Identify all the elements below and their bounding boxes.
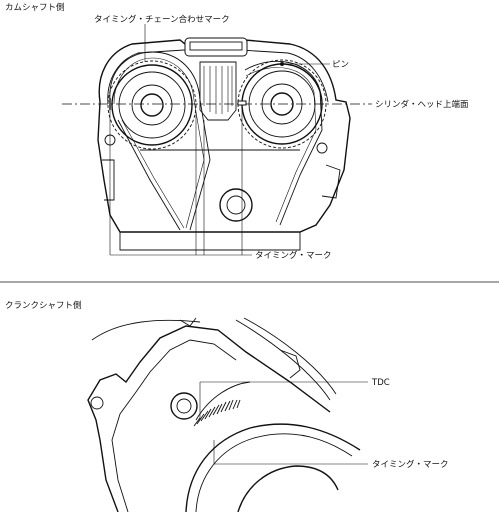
bolt-boss-right (316, 142, 328, 154)
right-timing-mark (237, 100, 247, 106)
lower-boss-hole (226, 195, 246, 215)
block-base (119, 232, 301, 251)
crankshaft-assembly (87, 317, 361, 512)
crank-hub (237, 465, 339, 512)
chain-guide-cover (184, 37, 248, 57)
crankshaft-section-title: クランクシャフト側 (5, 300, 82, 311)
crank-boss-outer (170, 392, 198, 420)
label-cyl-head-top: シリンダ・ヘッド上端面 (375, 99, 469, 110)
label-cam-timing-mark: タイミング・マーク (255, 250, 332, 261)
timing-chain (109, 51, 211, 231)
crank-pulley-outer (185, 423, 361, 512)
center-gear-teeth (203, 66, 233, 114)
label-tdc: TDC (371, 378, 390, 388)
left-cam-sprocket (107, 60, 197, 150)
crank-block-outline (87, 325, 331, 512)
left-sprocket-rim (111, 64, 193, 146)
chain-guide-slot (189, 41, 243, 51)
cylinder-head-inner (107, 49, 329, 105)
label-timing-chain-match: タイミング・チェーン合わせマーク (94, 14, 230, 25)
left-sprocket-web (118, 71, 186, 139)
crank-block-inner (111, 339, 237, 512)
left-sprocket-bolt (140, 93, 164, 117)
timing-chain-right (244, 60, 323, 226)
cylinder-head-outline (97, 39, 351, 233)
upper-cover-line (91, 319, 201, 341)
camshaft-assembly (62, 37, 372, 251)
right-bracket (321, 164, 341, 199)
camshaft-leaders (109, 24, 330, 256)
pin-marker (280, 62, 284, 66)
right-sprocket-teeth (237, 59, 327, 149)
crank-boss-inner (176, 398, 192, 414)
left-sprocket-hub (131, 84, 173, 126)
lower-boss (219, 188, 253, 222)
timing-chain-right-inner (245, 67, 317, 223)
crank-bolt-boss (90, 396, 104, 410)
left-bracket (102, 159, 115, 201)
label-pin: ピン (332, 60, 349, 70)
chain-cover-outer (235, 319, 331, 401)
chain-cover-inner (243, 317, 337, 395)
upper-cover-notch (179, 317, 197, 327)
label-crank-timing-mark: タイミング・マーク (372, 459, 449, 470)
degree-scale (193, 399, 241, 427)
cover-bracket (279, 349, 301, 379)
left-sprocket-teeth (107, 60, 197, 150)
camshaft-section-title: カムシャフト側 (5, 2, 65, 13)
center-gear-housing (199, 61, 237, 121)
crank-pulley-inner (195, 433, 353, 512)
